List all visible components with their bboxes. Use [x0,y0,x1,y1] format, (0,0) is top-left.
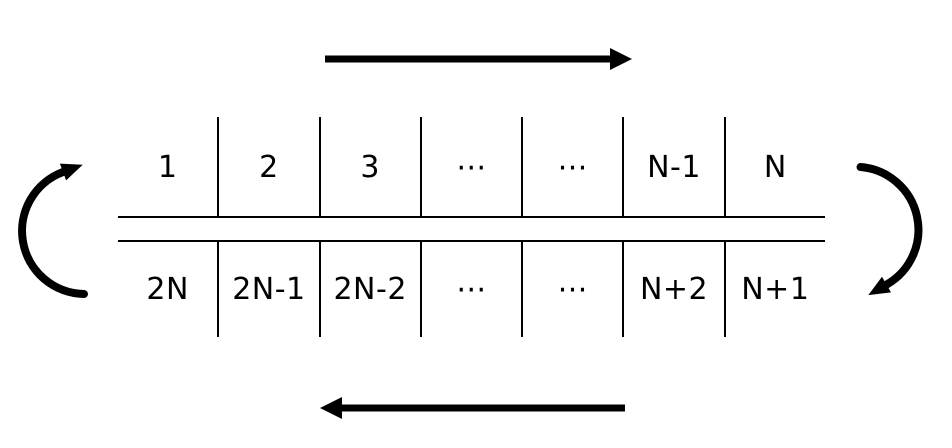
bottom-row-cell: ⋯ [521,242,622,337]
bottom-row-cell: 2N-2 [318,242,420,337]
separator-line-top [118,216,825,218]
top-row-cell: ⋯ [419,117,521,218]
top-row-cell: 3 [318,117,420,218]
wrap-right-arrow-icon [856,163,923,296]
bottom-row-cell: ⋯ [419,242,521,337]
flow-right-arrow-icon [325,48,632,70]
top-row-cell: N [723,117,825,218]
top-row-cell: 1 [157,149,178,185]
top-row: 1 2 3 ⋯ ⋯ N-1 N [118,117,825,218]
wrap-left-arrow-icon [18,163,88,298]
bottom-row-cell: N+1 [723,242,825,337]
top-row-cell: 2 [217,117,318,218]
bottom-row-cell: 2N [146,271,189,307]
bottom-row-cell: 2N-1 [217,242,318,337]
flow-left-arrow-icon [320,397,625,419]
top-row-cell: ⋯ [521,117,622,218]
bottom-row-cell: N+2 [622,242,723,337]
bottom-row: 2N 2N-1 2N-2 ⋯ ⋯ N+2 N+1 [118,242,825,337]
separator-line-bottom [118,240,825,242]
top-row-cell: N-1 [622,117,723,218]
